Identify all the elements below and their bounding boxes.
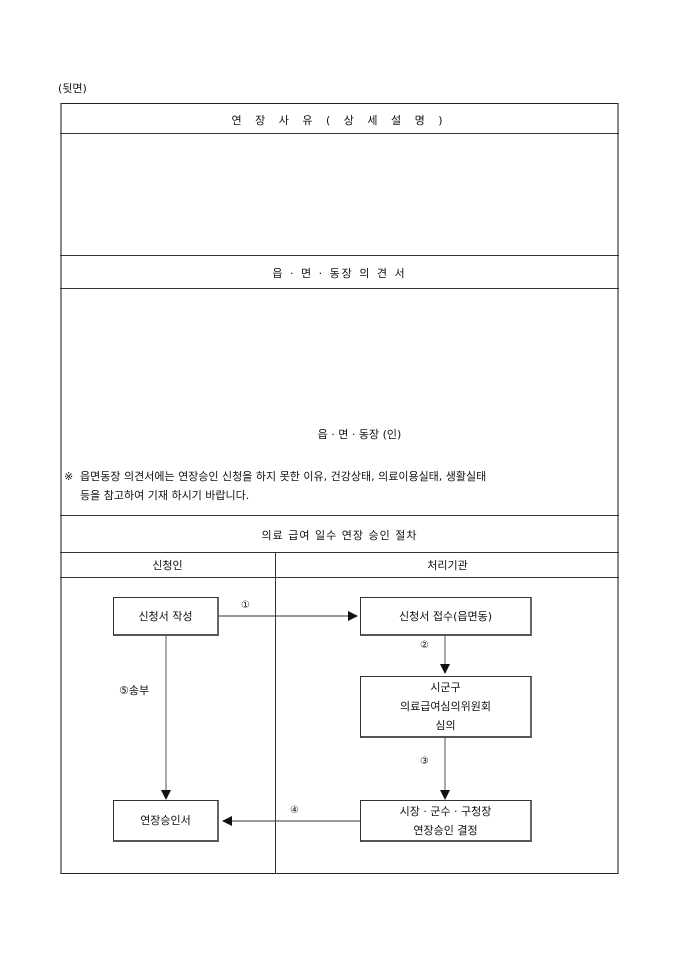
opinion-section-title: 읍 · 면 · 동장 의 견 서 bbox=[272, 267, 407, 280]
flow-box-receive-application: 신청서 접수(읍면동) bbox=[360, 597, 532, 636]
flow-box-label: 시군구 bbox=[430, 681, 461, 694]
arrowhead-down bbox=[161, 790, 171, 800]
step-1-label: ① bbox=[241, 600, 250, 611]
divider bbox=[60, 577, 619, 578]
page-label: (뒷면) bbox=[58, 82, 87, 95]
flow-box-label: 연장승인서 bbox=[140, 814, 191, 827]
step-2-label: ② bbox=[420, 640, 429, 651]
step-5-label: ⑤송부 bbox=[119, 684, 150, 697]
procedure-title: 의료 급여 일수 연장 승인 절차 bbox=[261, 529, 418, 542]
flow-box-label: 신청서 접수(읍면동) bbox=[398, 609, 493, 623]
arrowhead-down bbox=[440, 664, 450, 674]
divider bbox=[60, 255, 619, 256]
flow-box-write-application: 신청서 작성 bbox=[113, 597, 219, 636]
note-line-1: 읍면동장 의견서에는 연장승인 신청을 하지 못한 이유, 건강상태, 의료이용… bbox=[80, 470, 487, 483]
reason-section-title: 연 장 사 유 ( 상 세 설 명 ) bbox=[231, 114, 448, 127]
form-frame bbox=[60, 103, 619, 874]
divider bbox=[60, 515, 619, 516]
note-line-2: 등을 참고하여 기재 하시기 바랍니다. bbox=[80, 489, 250, 502]
arrowhead-down bbox=[440, 790, 450, 800]
arrowhead-left bbox=[222, 816, 232, 826]
column-header-agency: 처리기관 bbox=[427, 559, 468, 572]
flow-box-label: 의료급여심의위원회 bbox=[399, 700, 492, 713]
flow-box-approval-decision: 시장 · 군수 · 구청장 연장승인 결정 bbox=[360, 800, 532, 842]
step-4-label: ④ bbox=[290, 805, 299, 816]
flow-box-label: 시장 · 군수 · 구청장 bbox=[399, 804, 492, 818]
flow-box-label: 신청서 작성 bbox=[138, 609, 193, 623]
arrowhead-right bbox=[348, 611, 358, 621]
instruction-note: ※ 읍면동장 의견서에는 연장승인 신청을 하지 못한 이유, 건강상태, 의료이… bbox=[64, 467, 616, 505]
official-signature: 읍 · 면 · 동장 (인) bbox=[317, 428, 402, 441]
flow-box-label: 심의 bbox=[435, 719, 456, 732]
divider bbox=[60, 552, 619, 553]
divider bbox=[60, 133, 619, 134]
note-mark: ※ bbox=[64, 470, 74, 483]
column-header-applicant: 신청인 bbox=[152, 559, 183, 572]
flow-box-label: 연장승인 결정 bbox=[413, 823, 478, 837]
divider bbox=[60, 288, 619, 289]
step-3-label: ③ bbox=[420, 756, 429, 767]
flow-box-committee-review: 시군구 의료급여심의위원회 심의 bbox=[360, 676, 532, 738]
column-divider bbox=[275, 552, 276, 874]
flow-box-approval-certificate: 연장승인서 bbox=[113, 800, 219, 842]
